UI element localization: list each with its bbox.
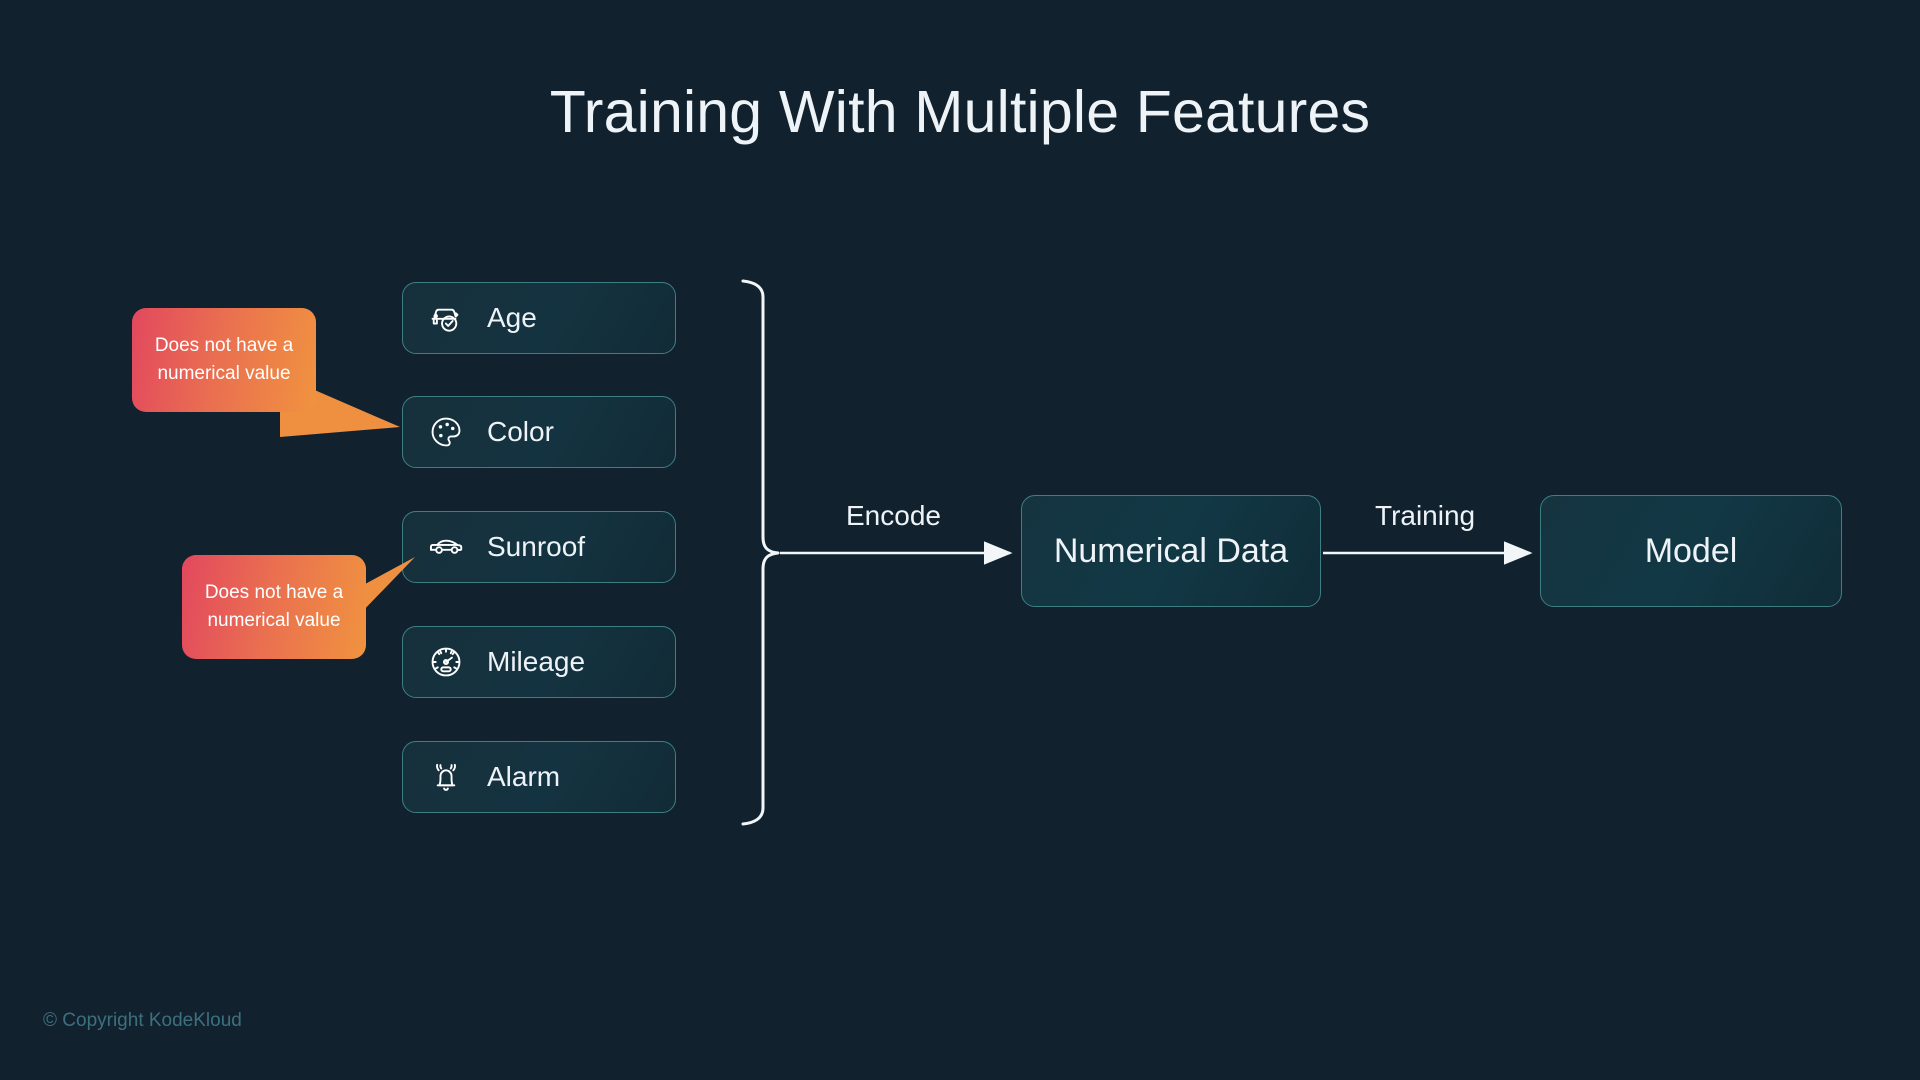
palette-icon	[427, 413, 465, 451]
feature-box-color[interactable]: Color	[402, 396, 676, 468]
page-title: Training With Multiple Features	[549, 79, 1371, 145]
encode-label: Encode	[846, 500, 941, 531]
model-box[interactable]: Model	[1540, 495, 1842, 607]
feature-bracket	[741, 279, 780, 826]
feature-label: Color	[487, 416, 554, 447]
training-label: Training	[1375, 500, 1476, 531]
feature-label: Age	[487, 302, 537, 333]
callout-text: Does not have a numerical value	[154, 335, 294, 384]
feature-label: Mileage	[487, 646, 586, 677]
model-label: Model	[1644, 531, 1738, 570]
feature-label: Alarm	[487, 761, 561, 792]
callout-text: Does not have a numerical value	[204, 582, 344, 631]
numerical-data-label: Numerical Data	[1053, 531, 1289, 570]
feature-box-sunroof[interactable]: Sunroof	[402, 511, 676, 583]
speedometer-icon	[427, 643, 465, 681]
feature-box-alarm[interactable]: Alarm	[402, 741, 676, 813]
feature-box-age[interactable]: Age	[402, 282, 676, 354]
numerical-data-box[interactable]: Numerical Data	[1021, 495, 1321, 607]
car-check-icon	[427, 299, 465, 337]
feature-label: Sunroof	[487, 531, 586, 562]
copyright-footer: © Copyright KodeKloud	[43, 1010, 242, 1031]
alarm-bell-icon	[427, 758, 465, 796]
feature-box-mileage[interactable]: Mileage	[402, 626, 676, 698]
callout-color: Does not have a numerical value	[132, 308, 316, 412]
callout-sunroof: Does not have a numerical value	[182, 555, 366, 659]
convertible-car-icon	[427, 528, 465, 566]
